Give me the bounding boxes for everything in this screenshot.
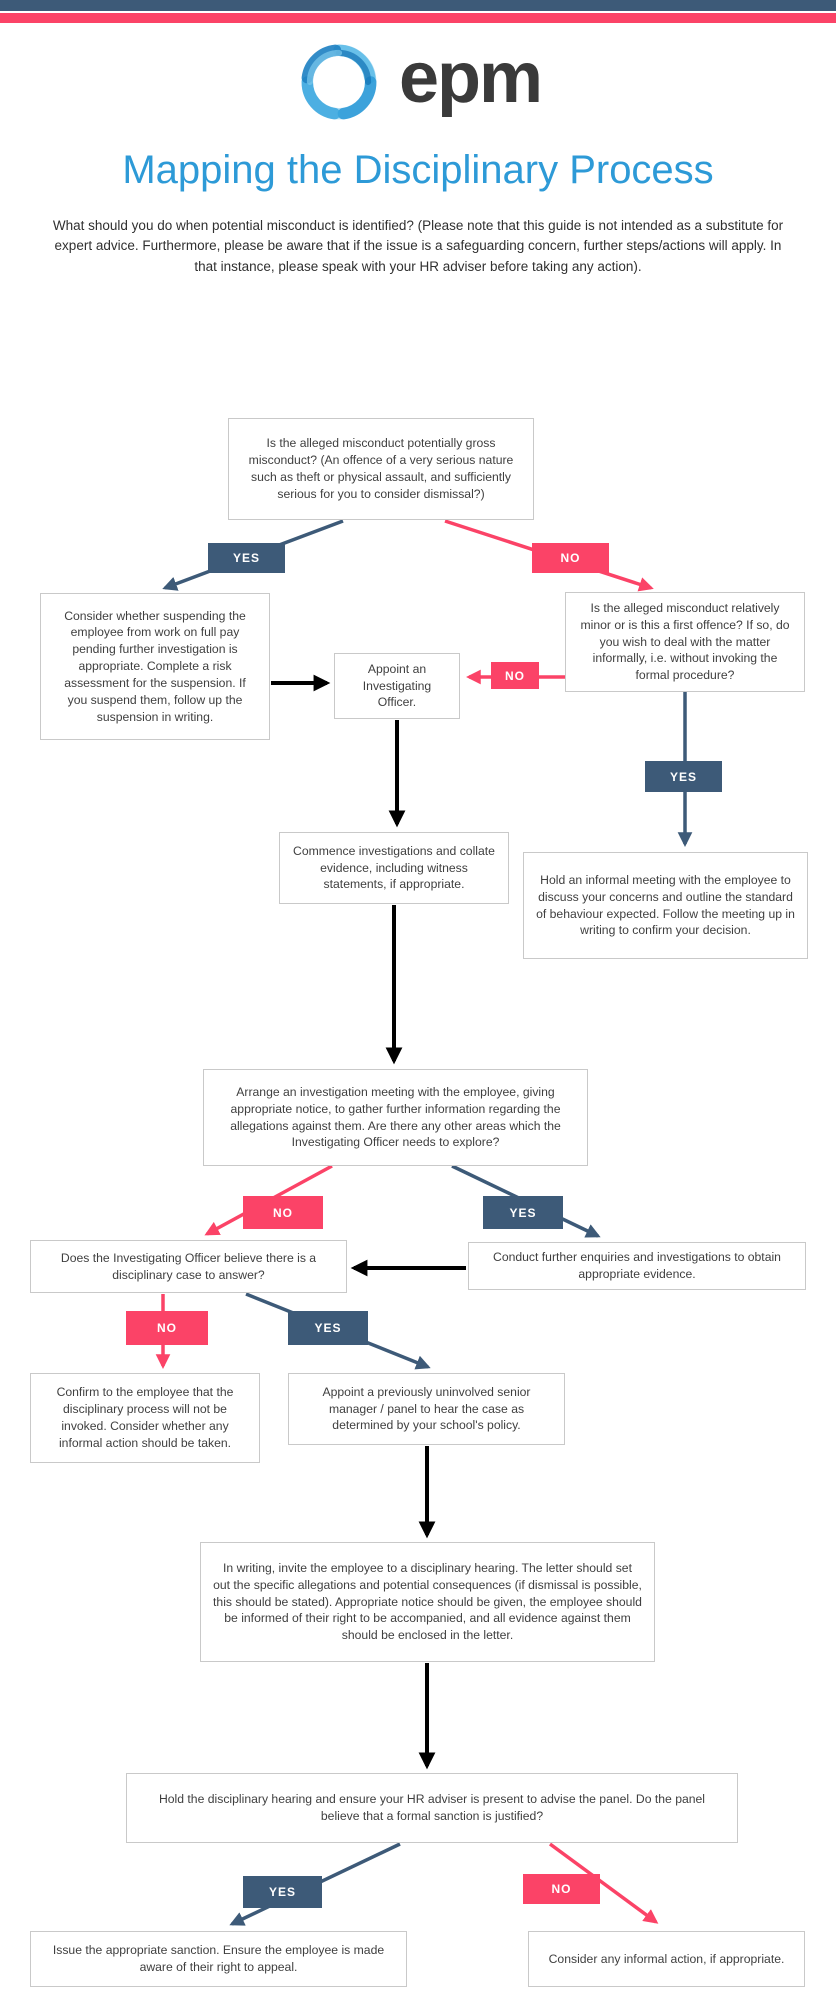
decision-label-yes1: YES [208, 543, 285, 573]
flow-node-informal-action: Consider any informal action, if appropr… [528, 1931, 805, 1987]
flow-node-commence-investigations: Commence investigations and collate evid… [279, 832, 509, 904]
decision-label-no3: NO [243, 1196, 323, 1229]
brand-wordmark: epm [398, 38, 543, 118]
top-slate-bar [0, 0, 836, 11]
decision-label-no1: NO [532, 543, 609, 573]
flow-node-case-to-answer: Does the Investigating Officer believe t… [30, 1240, 347, 1293]
decision-label-yes5: YES [243, 1876, 322, 1908]
flow-node-informal-meeting: Hold an informal meeting with the employ… [523, 852, 808, 959]
flow-node-investigation-meeting: Arrange an investigation meeting with th… [203, 1069, 588, 1166]
decision-label-yes2: YES [645, 761, 722, 792]
flow-node-further-enquiries: Conduct further enquiries and investigat… [468, 1242, 806, 1290]
decision-label-yes3: YES [483, 1196, 563, 1229]
decision-label-no5: NO [523, 1874, 600, 1904]
top-pink-bar [0, 13, 836, 23]
epm-logo: epm [0, 38, 836, 126]
flow-node-invite-hearing: In writing, invite the employee to a dis… [200, 1542, 655, 1662]
decision-label-no4: NO [126, 1311, 208, 1345]
flow-node-suspend-consider: Consider whether suspending the employee… [40, 593, 270, 740]
flow-node-appoint-io: Appoint an Investigating Officer. [334, 653, 460, 719]
decision-label-yes4: YES [288, 1311, 368, 1345]
flow-node-appoint-panel: Appoint a previously uninvolved senior m… [288, 1373, 565, 1445]
swirl-ring-icon [301, 44, 377, 120]
flow-node-hold-hearing: Hold the disciplinary hearing and ensure… [126, 1773, 738, 1843]
flow-node-gross-misconduct: Is the alleged misconduct potentially gr… [228, 418, 534, 520]
page-title: Mapping the Disciplinary Process [122, 148, 714, 192]
connector-arrow [548, 1842, 659, 1924]
flow-node-minor-first-offence: Is the alleged misconduct relatively min… [565, 592, 805, 692]
decision-label-no2: NO [491, 662, 539, 689]
flow-node-issue-sanction: Issue the appropriate sanction. Ensure t… [30, 1931, 407, 1987]
flow-node-confirm-no-process: Confirm to the employee that the discipl… [30, 1373, 260, 1463]
intro-paragraph: What should you do when potential miscon… [52, 218, 784, 274]
